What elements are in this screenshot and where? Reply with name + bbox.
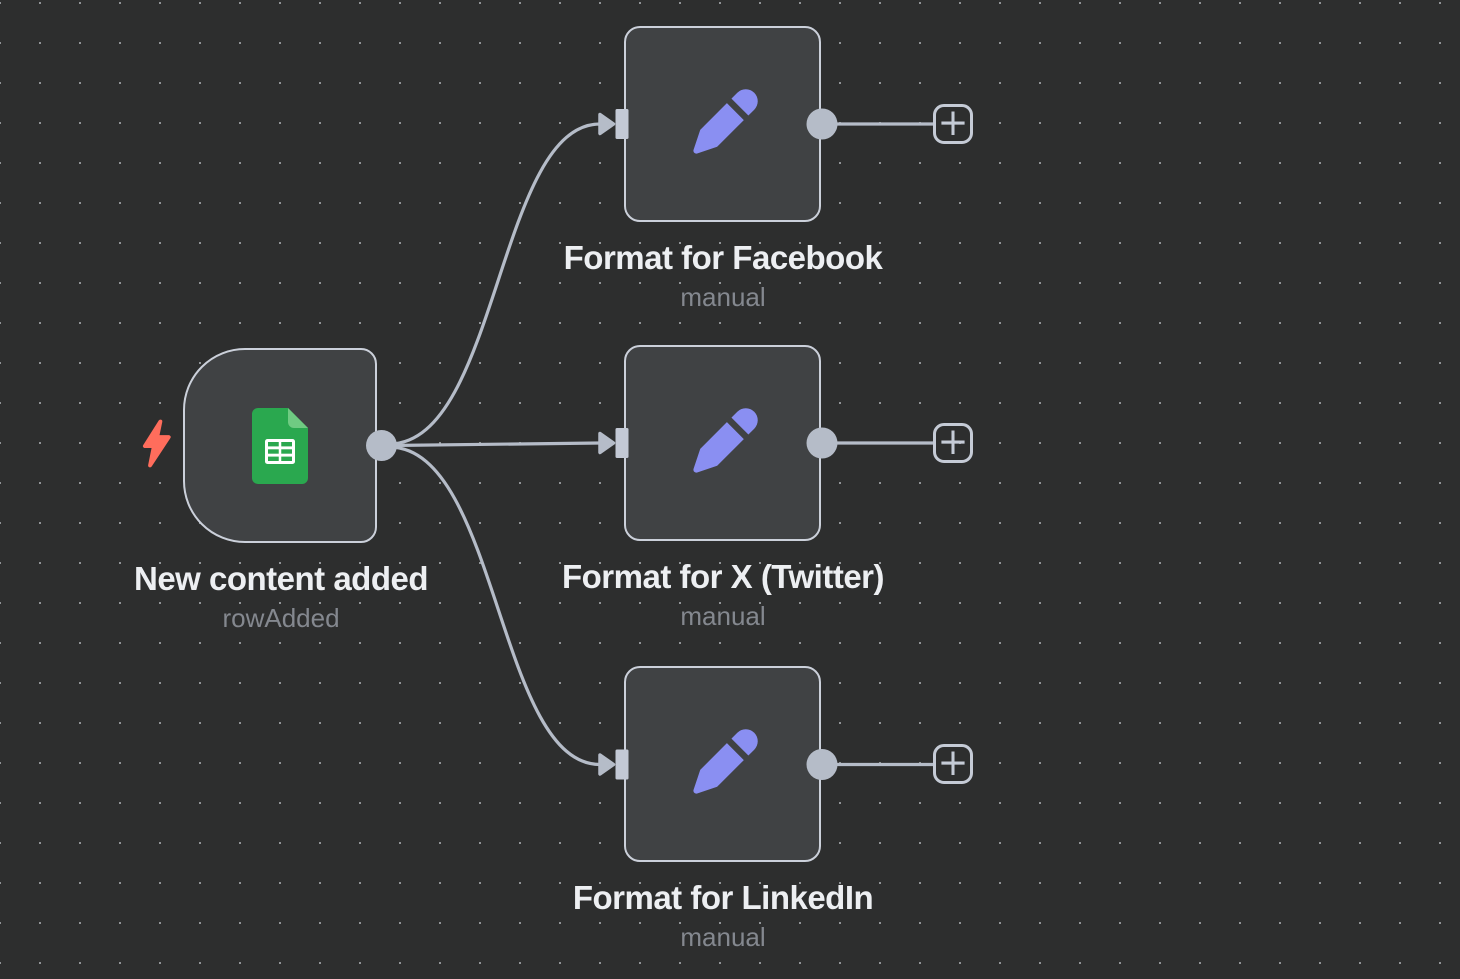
- node-title: New content added: [133, 560, 429, 597]
- node-format-for-linkedin[interactable]: [624, 666, 821, 862]
- pencil-icon: [692, 408, 758, 473]
- trigger-node-label: New content added rowAdded: [0, 559, 581, 634]
- edge-trigger-to-linkedin[interactable]: [388, 445, 602, 767]
- input-port-arrow-icon[interactable]: [598, 112, 616, 136]
- pencil-icon: [692, 89, 758, 154]
- add-node-button-twitter[interactable]: +: [933, 419, 973, 463]
- google-sheets-icon: [252, 407, 308, 484]
- edge-trigger-to-facebook[interactable]: [388, 122, 602, 446]
- edge-trigger-to-twitter[interactable]: [388, 441, 602, 448]
- twitter-node-label: Format for X (Twitter) manual: [423, 557, 1023, 632]
- node-subtitle: rowAdded: [222, 603, 340, 633]
- node-title: Format for X (Twitter): [561, 558, 885, 595]
- plus-icon: +: [937, 419, 969, 463]
- node-format-for-facebook[interactable]: [624, 26, 821, 222]
- add-node-button-facebook[interactable]: +: [933, 100, 973, 144]
- node-new-content-added[interactable]: [183, 348, 377, 543]
- pencil-icon: [692, 729, 758, 794]
- node-subtitle: manual: [680, 922, 766, 952]
- linkedin-node-label: Format for LinkedIn manual: [423, 878, 1023, 953]
- node-title: Format for Facebook: [563, 239, 883, 276]
- input-port-arrow-icon[interactable]: [598, 753, 616, 776]
- node-subtitle: manual: [680, 601, 766, 631]
- add-node-button-linkedin[interactable]: +: [933, 740, 973, 784]
- plus-icon: +: [937, 740, 969, 784]
- node-title: Format for LinkedIn: [572, 879, 874, 916]
- node-format-for-x-twitter[interactable]: [624, 345, 821, 541]
- lightning-trigger-icon: [141, 419, 172, 468]
- plus-icon: +: [937, 100, 969, 144]
- node-subtitle: manual: [680, 282, 766, 312]
- facebook-node-label: Format for Facebook manual: [423, 238, 1023, 313]
- input-port-arrow-icon[interactable]: [598, 431, 616, 455]
